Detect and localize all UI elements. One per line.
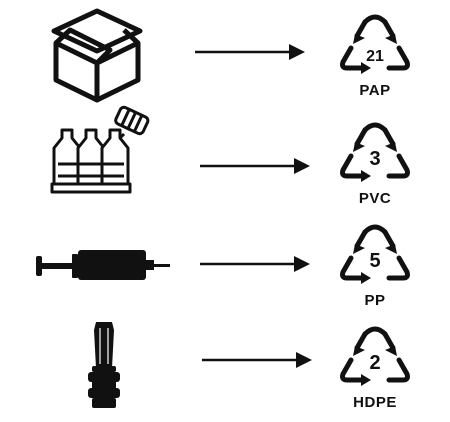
- recycling-code-badge: 21 PAP: [335, 8, 415, 108]
- arrow-icon: [202, 352, 312, 368]
- mapping-row-hdpe: 2 HDPE: [0, 318, 450, 418]
- recycling-code-badge: 3 PVC: [335, 116, 415, 216]
- material-label: PP: [364, 292, 386, 309]
- material-label: HDPE: [353, 394, 397, 411]
- syringe-icon: [36, 250, 170, 280]
- mapping-row-pp: 5 PP: [0, 214, 450, 314]
- mapping-row-pap: 21 PAP: [0, 0, 450, 103]
- recycling-code-badge: 5 PP: [335, 218, 415, 318]
- plastic-bottles-pack-icon: [50, 105, 150, 194]
- recycling-code-badge: 2 HDPE: [335, 320, 415, 420]
- material-label: PVC: [358, 190, 392, 207]
- recycling-code-number: 21: [366, 48, 384, 65]
- arrow-icon: [195, 44, 305, 60]
- arrow-icon: [200, 256, 310, 272]
- arrow-icon: [200, 158, 310, 174]
- mapping-row-pvc: 3 PVC: [0, 104, 450, 207]
- cardboard-box-icon: [51, 8, 143, 103]
- dropper-tip-icon: [88, 322, 120, 408]
- material-label: PAP: [359, 82, 391, 99]
- recycling-code-number: 5: [369, 250, 381, 272]
- recycling-code-number: 3: [369, 148, 381, 170]
- recycling-code-number: 2: [369, 352, 381, 374]
